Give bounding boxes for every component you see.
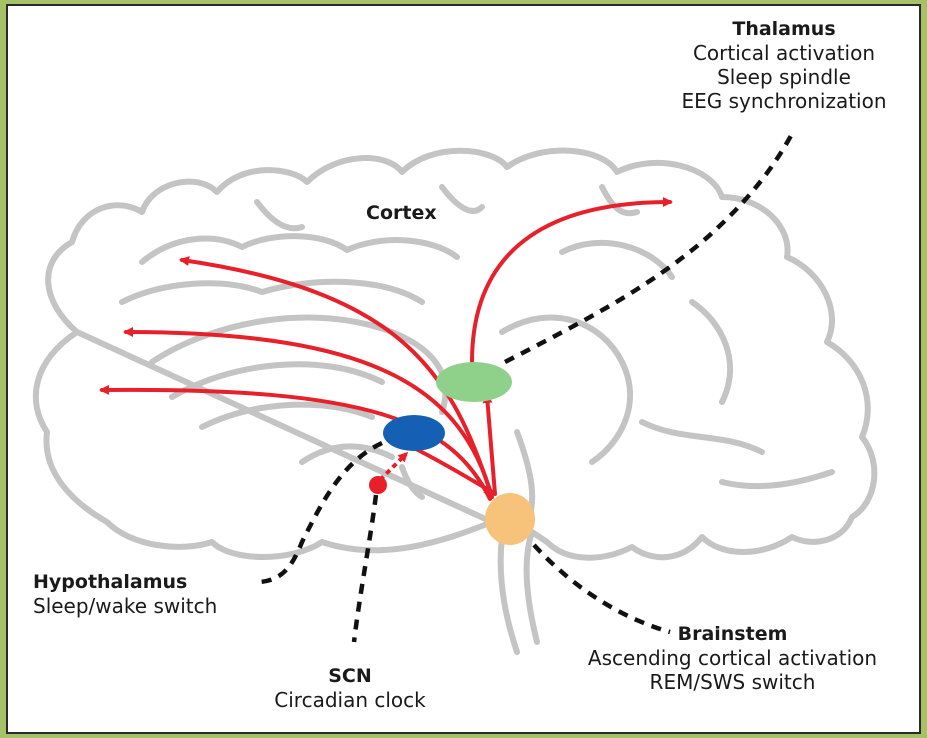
brainstem-line: Ascending cortical activation	[542, 646, 921, 670]
scn-region	[369, 476, 387, 494]
hypothalamus-label-group: Hypothalamus Sleep/wake switch	[33, 571, 217, 618]
cortex-label: Cortex	[366, 202, 437, 225]
thalamus-region	[436, 362, 512, 402]
thalamus-line: EEG synchronization	[646, 89, 921, 113]
thalamus-label-group: Thalamus Cortical activation Sleep spind…	[646, 18, 921, 113]
diagram-frame: Cortex Thalamus Cortical activation Slee…	[6, 4, 921, 734]
brainstem-region	[485, 493, 535, 545]
hypothalamus-region	[383, 415, 445, 451]
arrow-thalamus-to-cortex	[472, 202, 670, 362]
thalamus-title: Thalamus	[646, 18, 921, 41]
scn-title: SCN	[238, 665, 462, 688]
hypothalamus-title: Hypothalamus	[33, 571, 217, 594]
arrow-to-frontal-middle	[126, 332, 492, 497]
scn-label-group: SCN Circadian clock	[238, 665, 462, 712]
hypothalamus-line: Sleep/wake switch	[33, 594, 217, 618]
thalamus-line: Sleep spindle	[646, 65, 921, 89]
brainstem-line: REM/SWS switch	[542, 670, 921, 694]
arrow-hypothalamus-to-brainstem	[412, 447, 492, 492]
brainstem-label-group: Brainstem Ascending cortical activation …	[542, 623, 921, 694]
leader-scn	[354, 495, 376, 642]
brainstem-title: Brainstem	[542, 623, 921, 646]
scn-line: Circadian clock	[238, 688, 462, 712]
thalamus-line: Cortical activation	[646, 41, 921, 65]
